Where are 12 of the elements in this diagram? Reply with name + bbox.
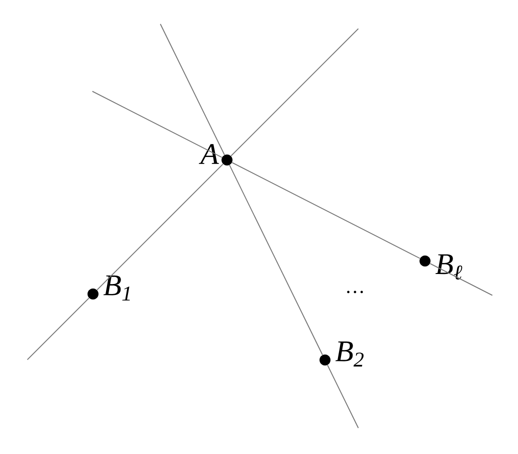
ellipsis: … <box>347 290 363 294</box>
line <box>229 164 323 356</box>
line <box>232 162 420 259</box>
node-label: B$_{2}$ <box>335 342 364 366</box>
node-label: B$_{1}$ <box>103 276 130 300</box>
point: B$_{ℓ}$ <box>420 254 462 280</box>
node-label: A <box>198 144 219 164</box>
node-label: B$_{ℓ}$ <box>435 254 462 280</box>
point: A <box>198 144 232 166</box>
point: B$_{1}$ <box>88 276 130 300</box>
point: B$_{2}$ <box>320 342 364 366</box>
line <box>96 164 224 290</box>
